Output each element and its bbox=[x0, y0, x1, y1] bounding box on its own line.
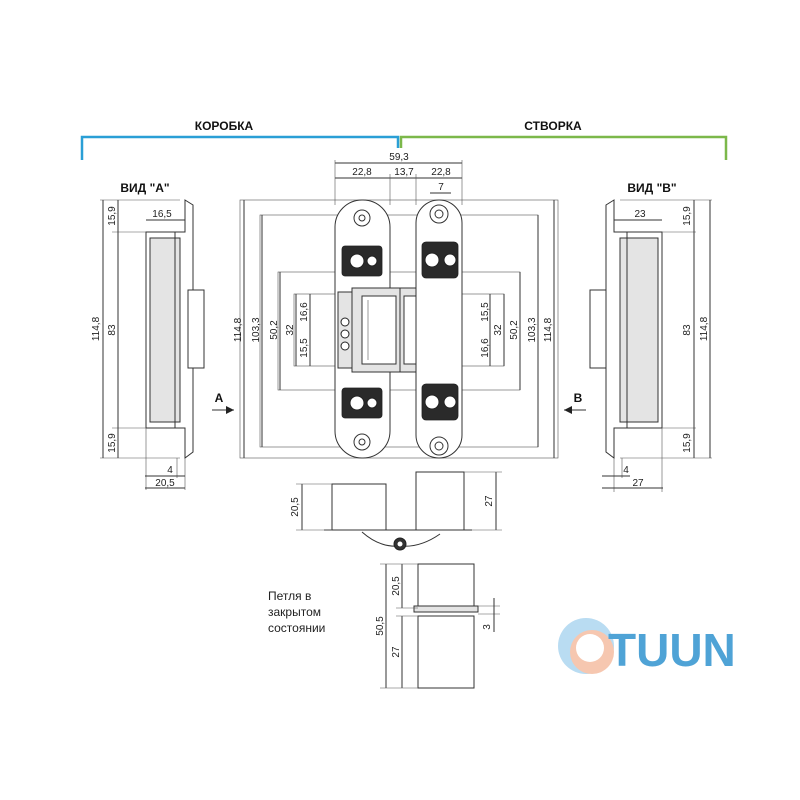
dim-a-width: 16,5 bbox=[152, 209, 172, 220]
arrow-b-label: B bbox=[574, 391, 583, 405]
dim-f-inner: 103,3 bbox=[251, 317, 262, 342]
dim-b-mid: 83 bbox=[682, 324, 693, 336]
dim-a-top: 15,9 bbox=[107, 206, 118, 226]
frame-bracket: КОРОБКА bbox=[80, 119, 400, 160]
dim-f-total: 114,8 bbox=[233, 317, 244, 342]
front-view: 59,3 22,8 13,7 22,8 7 114,8 103,3 50,2 3… bbox=[212, 152, 586, 459]
leaf-bracket: СТВОРКА bbox=[399, 119, 728, 160]
closed-view: Петля в закрытом состоянии 50,5 20,5 27 … bbox=[268, 563, 500, 689]
dim-top-left: 22,8 bbox=[352, 167, 372, 178]
dim-a-mid: 83 bbox=[107, 324, 118, 336]
dim-b-total: 114,8 bbox=[699, 316, 710, 341]
dim-f-c3: 15,5 bbox=[299, 338, 310, 358]
dim-a-small: 4 bbox=[167, 465, 173, 476]
leaf-header: СТВОРКА bbox=[524, 119, 582, 133]
dim-r-inner: 103,3 bbox=[527, 317, 538, 342]
frame-block bbox=[331, 483, 387, 531]
dim-r-total: 114,8 bbox=[543, 317, 554, 342]
dim-a-base: 20,5 bbox=[155, 478, 175, 489]
dim-closed-total: 50,5 bbox=[375, 616, 386, 636]
dim-closed-bottom: 27 bbox=[391, 646, 402, 658]
top-view-open: 20,5 27 bbox=[290, 471, 502, 551]
view-b: ВИД "B" 15,9 83 15,9 114,8 23 4 27 bbox=[589, 181, 712, 492]
caption-line-3: состоянии bbox=[268, 621, 325, 635]
caption-line-2: закрытом bbox=[268, 605, 321, 619]
dim-f-span: 50,2 bbox=[269, 320, 280, 340]
logo-text: TUUN bbox=[608, 624, 736, 676]
dim-b-bottom: 15,9 bbox=[682, 433, 693, 453]
dim-a-total: 114,8 bbox=[91, 316, 102, 341]
dim-a-bottom: 15,9 bbox=[107, 433, 118, 453]
dim-side-right: 27 bbox=[484, 495, 495, 507]
dim-top-right: 22,8 bbox=[431, 167, 451, 178]
dim-closed-top: 20,5 bbox=[391, 576, 402, 596]
brand-logo: TUUN bbox=[558, 618, 736, 676]
dim-r-c3: 16,6 bbox=[480, 338, 491, 358]
frame-header: КОРОБКА bbox=[195, 119, 254, 133]
dim-b-small: 4 bbox=[623, 465, 629, 476]
dim-side-left: 20,5 bbox=[290, 497, 301, 517]
dim-b-top: 15,9 bbox=[682, 206, 693, 226]
dim-b-base: 27 bbox=[632, 478, 644, 489]
view-b-label: ВИД "B" bbox=[627, 181, 676, 195]
dim-top-mid: 13,7 bbox=[394, 167, 414, 178]
leaf-block bbox=[415, 471, 465, 531]
caption-line-1: Петля в bbox=[268, 589, 311, 603]
dim-r-c1: 15,5 bbox=[480, 302, 491, 322]
dim-b-width: 23 bbox=[634, 209, 646, 220]
dim-r-c2: 32 bbox=[493, 324, 504, 336]
dim-top-total: 59,3 bbox=[389, 152, 409, 163]
view-a-label: ВИД "A" bbox=[120, 181, 169, 195]
view-a: ВИД "A" 114,8 15,9 83 15,9 16,5 4 20,5 bbox=[91, 181, 205, 490]
closed-frame-block bbox=[417, 563, 475, 609]
dim-pin: 7 bbox=[438, 182, 444, 193]
dim-closed-gap: 3 bbox=[482, 624, 493, 630]
closed-leaf-block bbox=[417, 615, 475, 689]
dim-r-span: 50,2 bbox=[509, 320, 520, 340]
arrow-a-label: A bbox=[215, 391, 224, 405]
dim-f-c2: 16,6 bbox=[299, 302, 310, 322]
dim-f-c1: 32 bbox=[285, 324, 296, 336]
